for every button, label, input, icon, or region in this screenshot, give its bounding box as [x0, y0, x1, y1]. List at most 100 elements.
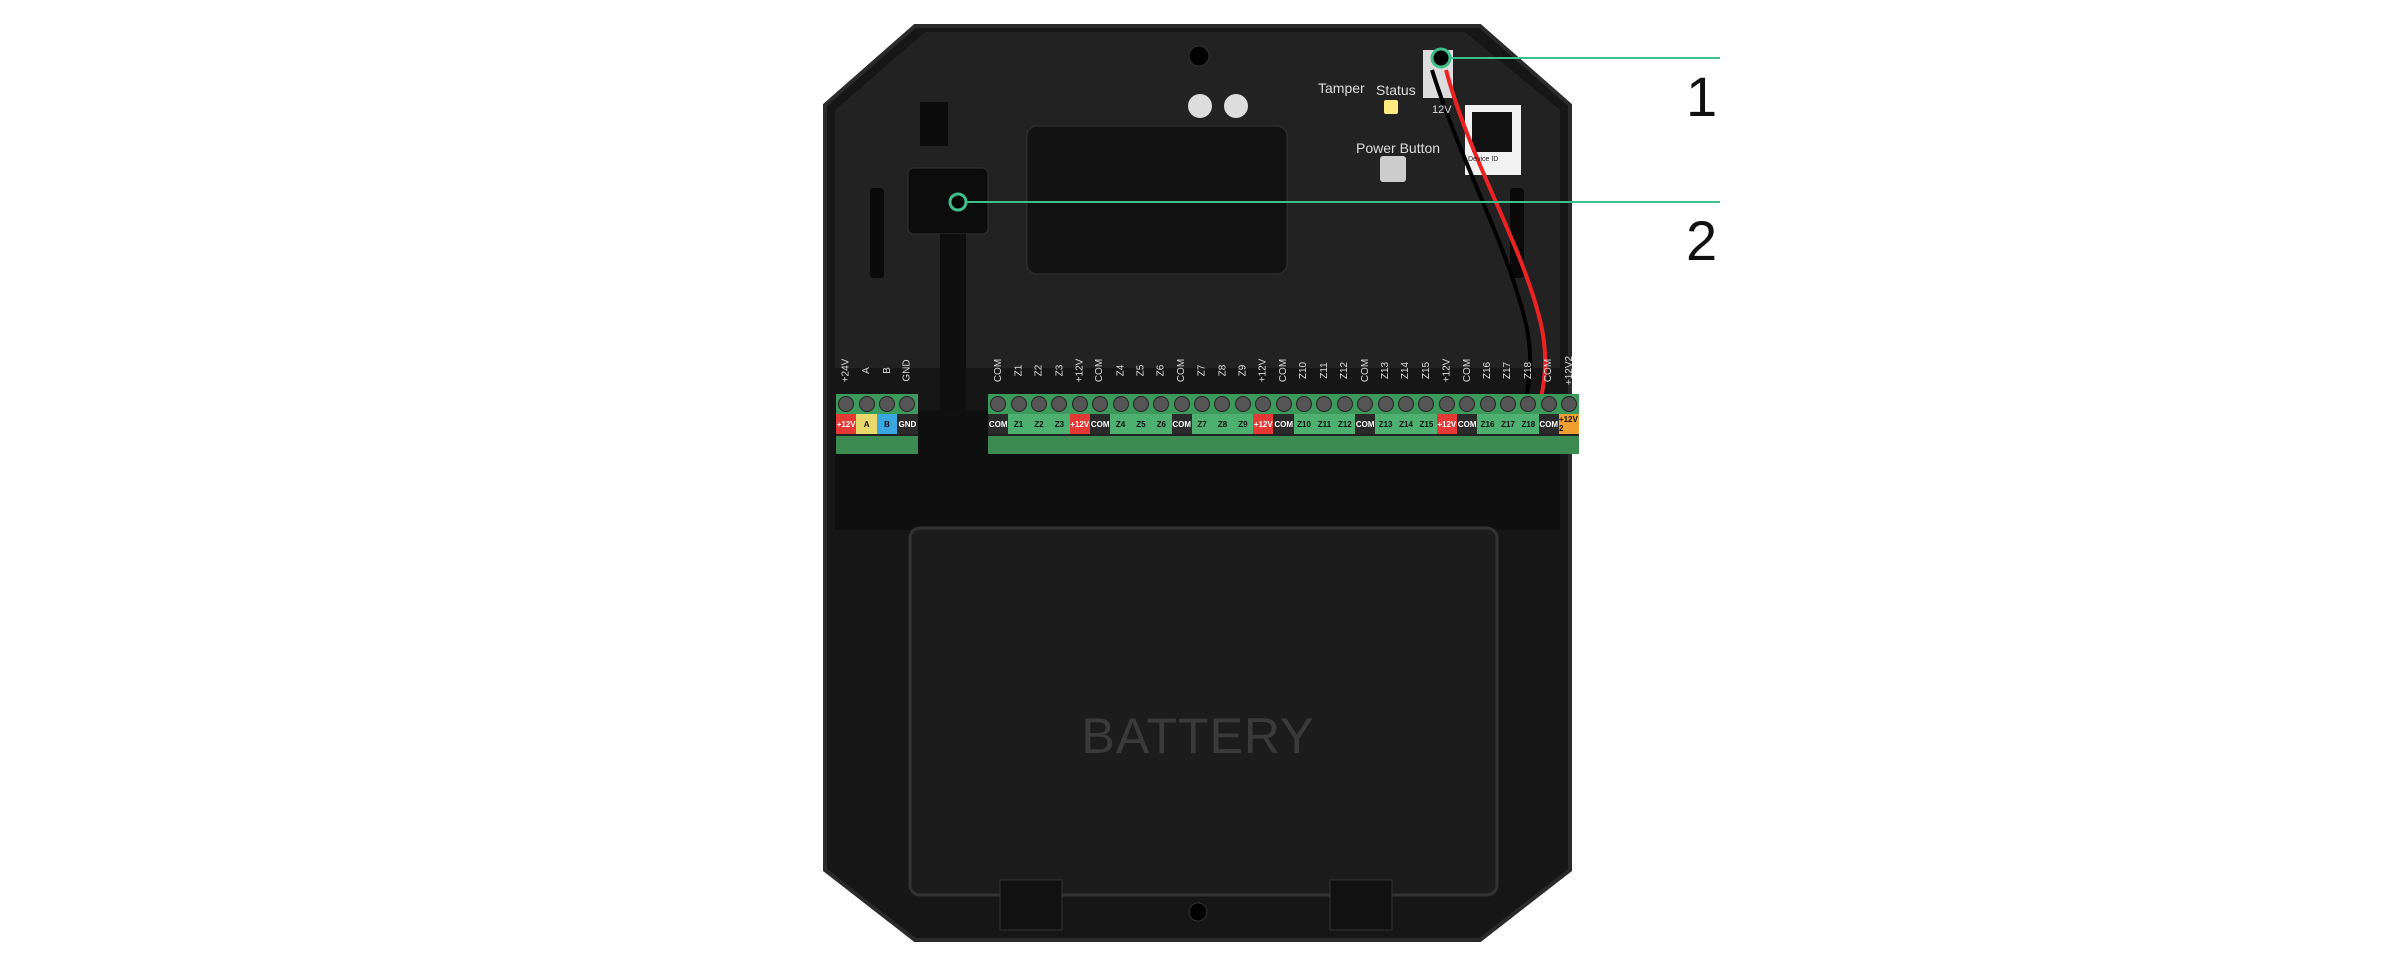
terminal-label: GND	[897, 414, 918, 434]
terminal: Z18 Z18	[1518, 346, 1539, 454]
screw-icon	[1214, 396, 1231, 412]
terminal-label: Z1	[1008, 414, 1029, 434]
terminal-top-label: Z11	[1318, 361, 1330, 379]
qr-pattern	[1472, 112, 1512, 152]
terminal: Z3 Z3	[1049, 346, 1070, 454]
terminal-label: Z18	[1518, 414, 1539, 434]
terminal: Z7 Z7	[1191, 346, 1213, 454]
indicator-round	[1224, 94, 1248, 118]
screw-icon	[1336, 396, 1353, 412]
terminal-label: Z3	[1049, 414, 1070, 434]
terminal-top-label: COM	[1176, 358, 1188, 382]
terminal-label: +12V	[1436, 414, 1457, 434]
terminal-label: Z10	[1293, 414, 1315, 434]
terminal-label: A	[856, 414, 877, 434]
terminal: Z9 Z9	[1232, 346, 1254, 454]
screw-icon	[1112, 396, 1129, 412]
screw-icon	[1438, 396, 1455, 412]
screw-icon	[1194, 396, 1211, 412]
battery-label: BATTERY	[1081, 708, 1315, 764]
callout-dot-2	[948, 192, 968, 212]
terminal-top-label: Z2	[1033, 364, 1045, 376]
terminal-label: Z11	[1314, 414, 1335, 434]
terminal-label: COM	[1171, 414, 1192, 434]
terminal-label: COM	[1355, 414, 1376, 434]
screw-icon	[1398, 396, 1414, 412]
terminal-top-label: COM	[1359, 358, 1371, 382]
terminal: Z8 Z8	[1212, 346, 1233, 454]
terminal-top-label: Z17	[1502, 361, 1514, 379]
terminal-top-label: Z13	[1380, 361, 1392, 379]
terminal-label: +12V	[1253, 414, 1274, 434]
terminal-top-label: Z9	[1237, 364, 1249, 376]
terminal-top-label: COM	[1543, 358, 1555, 382]
terminal: Z1 Z1	[1008, 346, 1029, 454]
device-id-label: Device ID	[1468, 156, 1499, 163]
terminal-top-label: B	[881, 366, 893, 374]
terminal-label: +12V	[836, 414, 857, 434]
screw-icon	[1418, 396, 1435, 412]
battery-clip	[1329, 879, 1393, 931]
terminal: COM COM	[1538, 346, 1559, 454]
terminal: Z13 Z13	[1375, 346, 1396, 454]
screw-icon	[838, 396, 855, 412]
terminal-top-label: Z15	[1420, 361, 1432, 379]
terminal-label: COM	[988, 414, 1009, 434]
indicator-round	[1188, 94, 1212, 118]
terminal-label: Z17	[1497, 414, 1519, 434]
tamper-label: Tamper	[1318, 80, 1365, 96]
terminal-label: Z4	[1110, 414, 1131, 434]
terminal: +24V +12V	[836, 346, 857, 454]
terminal-top-label: Z16	[1482, 361, 1494, 379]
terminal-label: Z14	[1395, 414, 1417, 434]
battery-clip	[999, 879, 1063, 931]
terminal: Z4 Z4	[1110, 346, 1131, 454]
terminal-label: COM	[1538, 414, 1559, 434]
terminal-label: B	[876, 414, 898, 434]
terminal-label: COM	[1089, 414, 1111, 434]
terminal: Z6 Z6	[1151, 346, 1172, 454]
screw-icon	[1132, 396, 1149, 412]
terminal-top-label: Z10	[1298, 361, 1310, 379]
terminal: Z17 Z17	[1497, 346, 1519, 454]
connector-voltage-label: 12V	[1432, 104, 1452, 116]
terminal: COM COM	[1456, 346, 1478, 454]
terminal: COM COM	[988, 346, 1009, 454]
terminal: COM COM	[1171, 346, 1192, 454]
terminal: +12V +12V	[1436, 346, 1457, 454]
screw-icon	[1357, 396, 1374, 412]
screw-icon	[1561, 396, 1578, 412]
screw-icon	[1071, 396, 1088, 412]
terminal: Z15 Z15	[1416, 346, 1437, 454]
terminal-label: Z5	[1130, 414, 1152, 434]
terminal-top-label: +12V	[1074, 358, 1086, 382]
terminal-top-label: Z12	[1339, 361, 1351, 379]
power-button[interactable]	[1380, 156, 1406, 182]
terminal-top-label: Z4	[1115, 364, 1127, 376]
terminal-block-main: COM COM Z1 Z1 Z2 Z2 Z3 Z3 +12V +12V COM …	[988, 346, 1580, 454]
screw-icon	[1153, 396, 1170, 412]
terminal-top-label: +24V	[840, 358, 852, 382]
terminal-top-label: Z14	[1400, 361, 1412, 379]
terminal: +12V +12V	[1069, 346, 1090, 454]
terminal-label: Z8	[1212, 414, 1233, 434]
terminal: COM COM	[1273, 346, 1294, 454]
callout-dot-1	[1430, 47, 1452, 69]
terminal-top-label: COM	[1461, 358, 1473, 382]
terminal: GND GND	[897, 346, 918, 454]
screw-icon	[1092, 396, 1109, 412]
terminal: B B	[876, 346, 898, 454]
status-label: Status	[1376, 82, 1416, 98]
screw-icon	[1275, 396, 1292, 412]
screw-icon	[1499, 396, 1516, 412]
screw-icon	[1030, 396, 1047, 412]
terminal-top-label: COM	[1278, 358, 1290, 382]
battery	[908, 526, 1499, 897]
power-button-label: Power Button	[1356, 140, 1441, 156]
terminal-top-label: GND	[901, 358, 913, 382]
callout-number-1: 1	[1686, 65, 1718, 128]
terminal-top-label: +12V	[1257, 358, 1269, 382]
screw-icon	[990, 396, 1007, 412]
terminal: COM COM	[1089, 346, 1111, 454]
